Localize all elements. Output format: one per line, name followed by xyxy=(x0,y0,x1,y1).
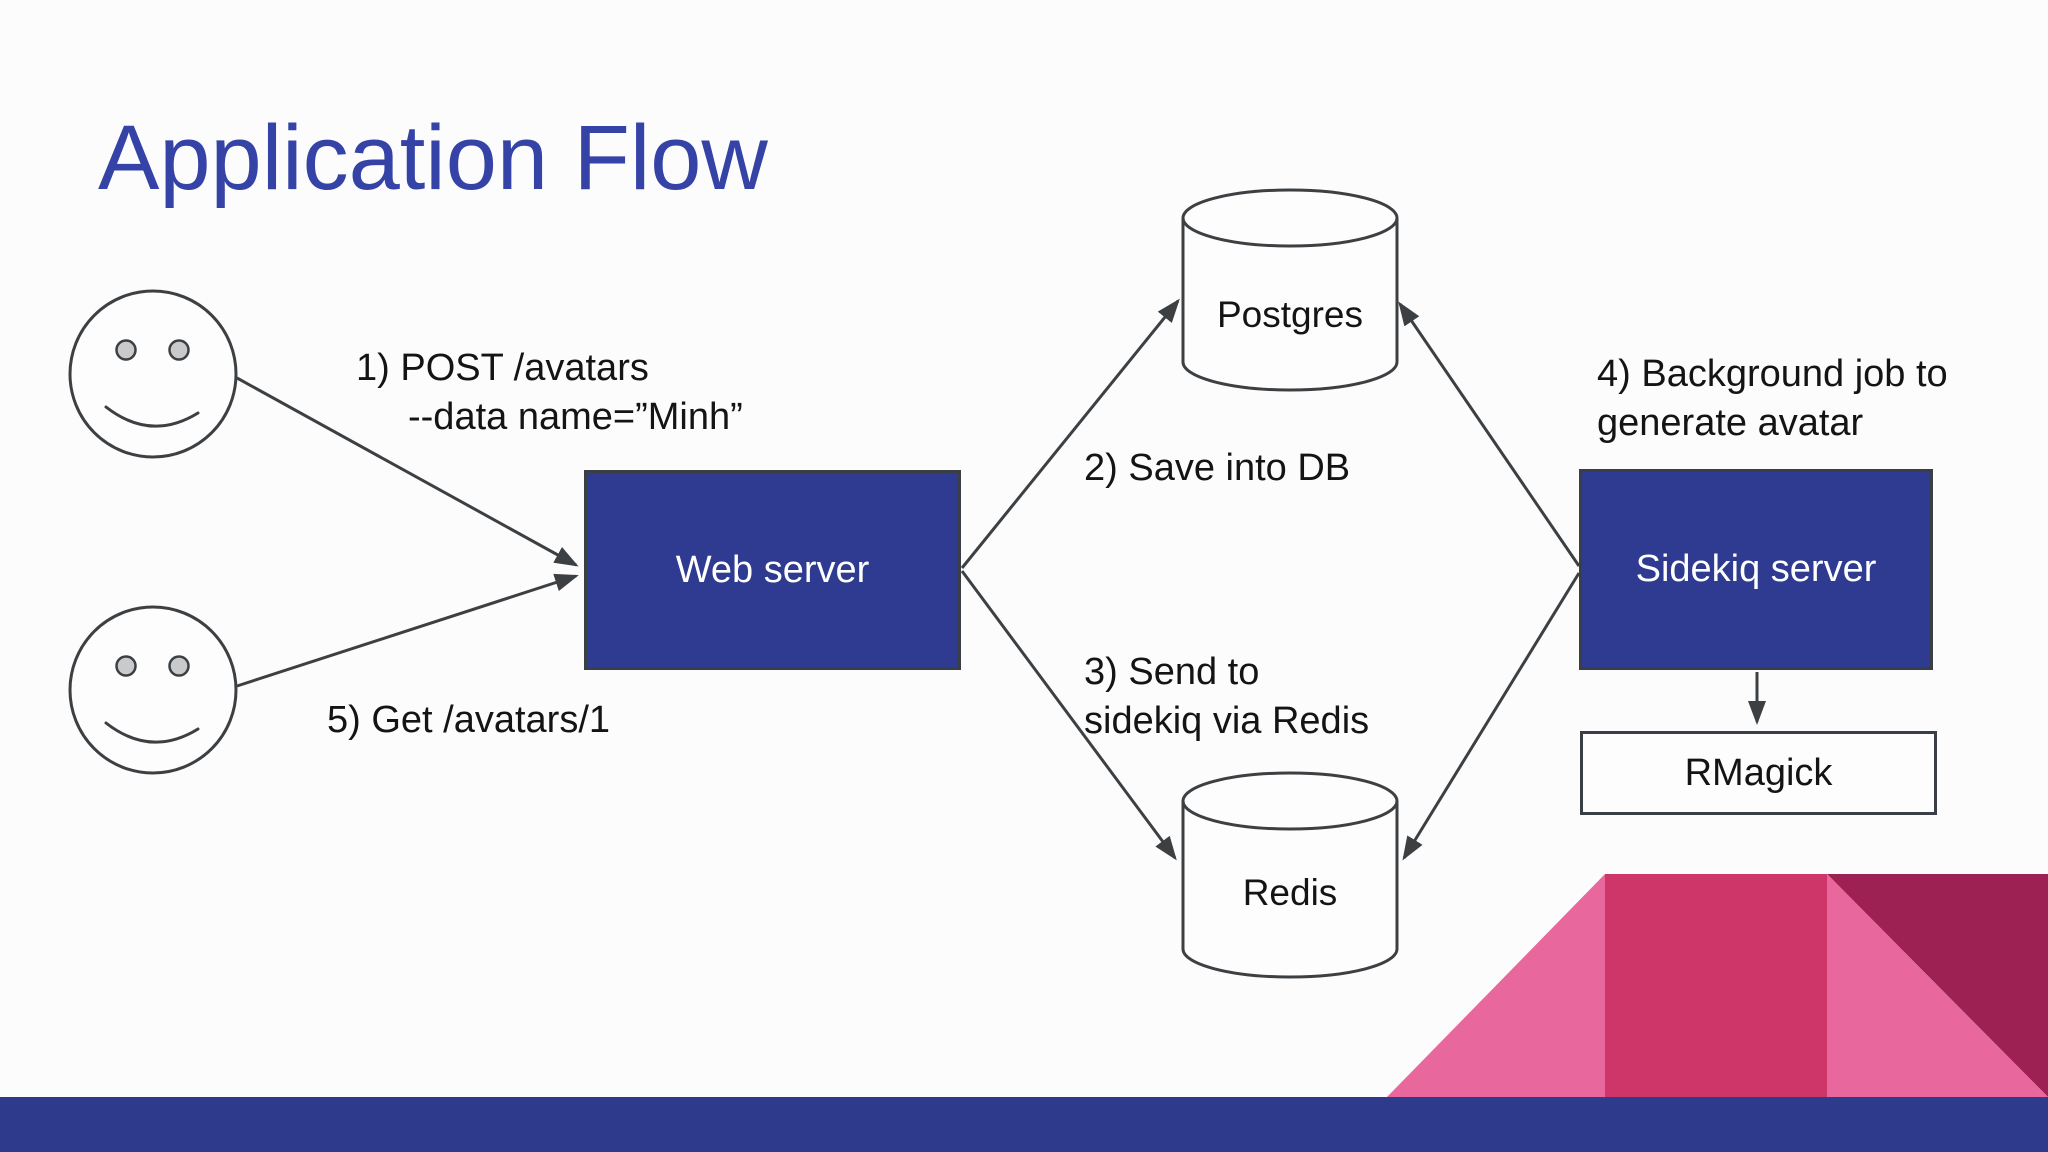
eye-right xyxy=(168,655,190,677)
page-title: Application Flow xyxy=(98,107,768,209)
redis-cylinder-icon xyxy=(1181,771,1399,979)
annotation-step3-line2: sidekiq via Redis xyxy=(1084,700,1370,742)
annotation-step5: 5) Get /avatars/1 xyxy=(327,699,611,741)
annotation-step1-line2: --data name=”Minh” xyxy=(408,396,743,438)
user-smiley-icon-top xyxy=(68,289,238,459)
arrow-sidekiq-to-postgres xyxy=(1398,301,1581,567)
node-redis-label: Redis xyxy=(1242,872,1338,913)
smile xyxy=(104,721,200,744)
arrow-sidekiq-to-redis xyxy=(1402,572,1581,861)
node-sidekiq-server: Sidekiq server xyxy=(1579,469,1933,670)
eye-right xyxy=(168,339,190,361)
bottom-accent-bar xyxy=(0,1097,2048,1152)
band-mid xyxy=(1605,874,1827,1097)
annotation-step4-line1: 4) Background job to xyxy=(1597,353,1948,395)
postgres-cylinder-icon xyxy=(1181,188,1399,392)
arrow-webserver-to-redis xyxy=(960,570,1177,861)
eye-left xyxy=(115,339,137,361)
arrow-user1-to-webserver xyxy=(236,376,579,567)
node-rmagick-label: RMagick xyxy=(1684,751,1833,794)
annotation-step3-line1: 3) Send to xyxy=(1084,651,1260,693)
decorative-triangles xyxy=(1387,874,2048,1097)
annotation-step3: 3) Send to sidekiq via Redis xyxy=(1084,648,1369,746)
node-web-server: Web server xyxy=(584,470,961,670)
arrow-user2-to-webserver xyxy=(236,573,579,688)
annotation-step1-line1: 1) POST /avatars xyxy=(356,347,649,389)
annotation-step4: 4) Background job to generate avatar xyxy=(1597,350,1948,448)
user-smiley-icon-bottom xyxy=(68,605,238,775)
triangle-light-right xyxy=(1827,874,2048,1097)
eye-left xyxy=(115,655,137,677)
node-rmagick: RMagick xyxy=(1580,731,1937,815)
node-postgres-label: Postgres xyxy=(1216,294,1363,335)
annotation-step1: 1) POST /avatars --data name=”Minh” xyxy=(356,344,743,442)
node-web-server-label: Web server xyxy=(675,548,870,591)
annotation-step2: 2) Save into DB xyxy=(1084,447,1351,489)
arrow-webserver-to-postgres xyxy=(960,298,1180,569)
triangle-light-left xyxy=(1387,874,1605,1097)
annotation-step4-line2: generate avatar xyxy=(1597,402,1864,444)
node-sidekiq-server-label: Sidekiq server xyxy=(1635,548,1877,590)
smile xyxy=(104,405,200,428)
